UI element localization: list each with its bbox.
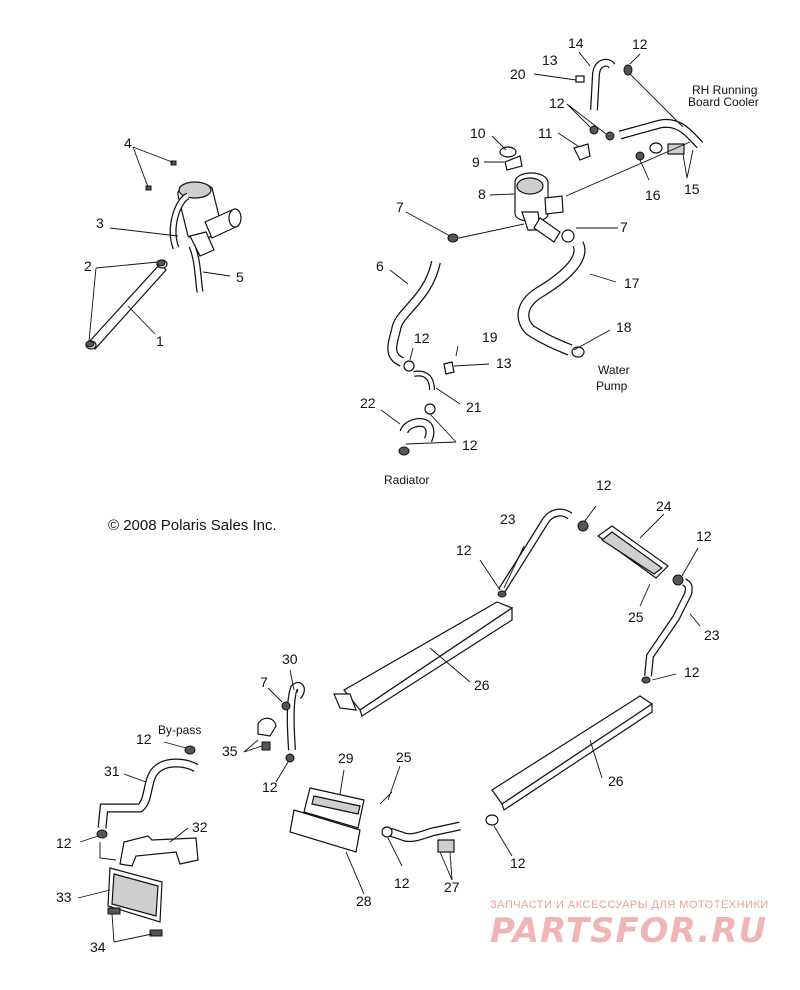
callout-12b: 12: [549, 95, 565, 111]
callout-12l: 12: [394, 875, 410, 891]
callout-7: 7: [396, 199, 404, 215]
callout-34: 34: [90, 939, 106, 955]
bypass-label: By-pass: [158, 723, 201, 737]
callout-3: 3: [96, 215, 104, 231]
callout-12d: 12: [462, 437, 478, 453]
rh-cooler-line2: Board Cooler: [688, 95, 759, 109]
callout-4: 4: [124, 135, 132, 151]
callout-15: 15: [684, 181, 700, 197]
copyright-text: © 2008 Polaris Sales Inc.: [108, 517, 277, 534]
callout-25a: 25: [628, 609, 644, 625]
callout-17: 17: [624, 275, 640, 291]
callout-26b: 26: [608, 773, 624, 789]
callout-12a: 12: [632, 36, 648, 52]
callout-12c: 12: [414, 330, 430, 346]
callout-2: 2: [84, 258, 92, 274]
callout-23b: 23: [704, 627, 720, 643]
callout-12h: 12: [684, 664, 700, 680]
callout-8: 8: [478, 186, 486, 202]
callout-7b: 7: [620, 219, 628, 235]
callout-12f: 12: [456, 542, 472, 558]
callout-18: 18: [616, 319, 632, 335]
callout-32: 32: [192, 819, 208, 835]
callout-14: 14: [568, 35, 584, 51]
thermostat-housing-group: [85, 146, 242, 350]
callout-10: 10: [470, 125, 486, 141]
callout-30: 30: [282, 651, 298, 667]
callout-1: 1: [156, 333, 164, 349]
callout-20: 20: [510, 66, 526, 82]
callout-25b: 25: [396, 749, 412, 765]
callout-12i: 12: [136, 731, 152, 747]
callout-9: 9: [472, 154, 480, 170]
callout-26a: 26: [474, 677, 490, 693]
callout-27: 27: [444, 879, 460, 895]
radiator-label: Radiator: [384, 473, 429, 487]
callout-7c: 7: [260, 674, 268, 690]
callout-12g: 12: [696, 528, 712, 544]
callout-13b: 13: [496, 355, 512, 371]
callout-22: 22: [360, 395, 376, 411]
callout-28: 28: [356, 893, 372, 909]
callout-19: 19: [482, 329, 498, 345]
watermark-tagline: ЗАПЧАСТИ И АКСЕССУАРЫ ДЛЯ МОТОТЕХНИКИ: [490, 899, 769, 911]
running-board-cooler-group: [243, 505, 701, 895]
callout-6: 6: [376, 258, 384, 274]
callout-11: 11: [538, 125, 553, 141]
upper-coolant-group: [380, 51, 704, 456]
callout-24: 24: [656, 498, 672, 514]
water-pump-line2: Pump: [596, 379, 628, 393]
bypass-cooler-group: [77, 741, 199, 943]
callout-31: 31: [104, 763, 120, 779]
callout-29: 29: [338, 750, 354, 766]
callout-12j: 12: [262, 779, 278, 795]
callout-16: 16: [645, 187, 661, 203]
rh-cooler-line1: RH Running: [692, 83, 757, 97]
watermark-logo: PARTSFOR.RU: [490, 911, 767, 951]
callout-numbers: 1 2 3 4 5 6 7 7 7 8 9 10 11 12 12 12 12 …: [56, 35, 720, 955]
callout-12k: 12: [56, 835, 72, 851]
callout-33: 33: [56, 889, 72, 905]
callout-5: 5: [236, 269, 244, 285]
callout-13a: 13: [542, 52, 558, 68]
callout-12m: 12: [510, 855, 526, 871]
callout-23a: 23: [500, 511, 516, 527]
watermark: ЗАПЧАСТИ И АКСЕССУАРЫ ДЛЯ МОТОТЕХНИКИ PA…: [490, 899, 769, 951]
callout-21: 21: [466, 399, 482, 415]
callout-35: 35: [222, 743, 238, 759]
annotations: RH Running Board Cooler Water Pump Radia…: [108, 83, 759, 737]
water-pump-line1: Water: [598, 363, 630, 377]
callout-12e: 12: [596, 477, 612, 493]
